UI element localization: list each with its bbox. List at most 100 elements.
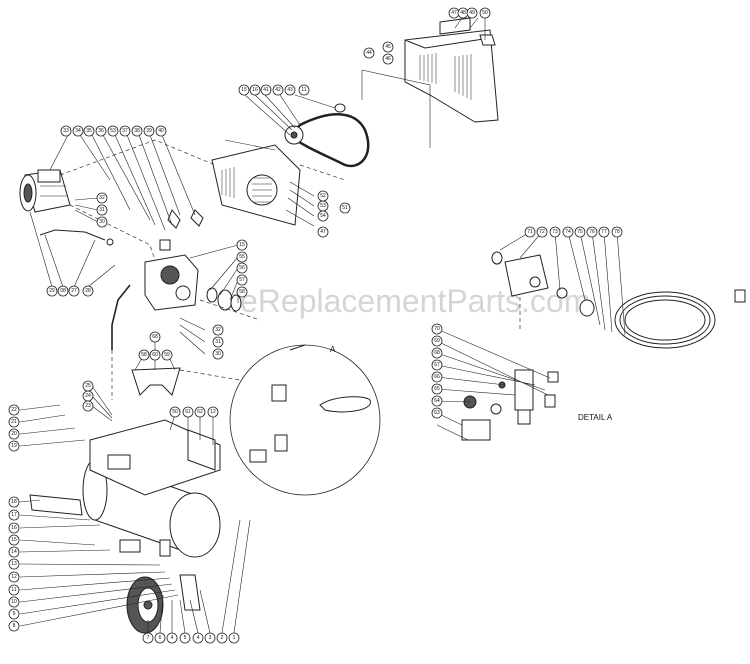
callout-11b: 11 [8, 584, 20, 596]
svg-text:22: 22 [11, 407, 17, 413]
svg-text:62: 62 [197, 409, 203, 415]
svg-text:57: 57 [239, 277, 245, 283]
svg-text:77: 77 [601, 229, 607, 235]
svg-text:53: 53 [320, 203, 326, 209]
callout-31b: 31 [212, 336, 224, 348]
svg-text:28: 28 [85, 288, 91, 294]
callout-50: 50 [479, 7, 491, 19]
svg-text:63: 63 [434, 410, 440, 416]
callout-23: 23 [82, 400, 94, 412]
svg-text:7: 7 [147, 635, 150, 641]
callout-63: 63 [431, 407, 443, 419]
svg-text:51: 51 [342, 205, 348, 211]
callout-74: 74 [562, 226, 574, 238]
svg-text:4: 4 [197, 635, 200, 641]
power-cord-coil [614, 289, 746, 349]
callout-5: 5 [179, 632, 191, 644]
callout-67: 67 [431, 359, 443, 371]
svg-text:3: 3 [209, 635, 212, 641]
callout-18: 18 [8, 496, 20, 508]
svg-text:55: 55 [239, 254, 245, 260]
svg-text:73: 73 [552, 229, 558, 235]
svg-text:11: 11 [301, 87, 306, 93]
pressure-switch [491, 251, 549, 297]
belt-guard-back-plate [211, 139, 301, 226]
callout-12b: 12 [8, 571, 20, 583]
svg-text:36: 36 [98, 128, 104, 134]
svg-text:58: 58 [141, 352, 147, 358]
callout-12: 12 [207, 406, 219, 418]
manifold-parts [461, 287, 595, 441]
electric-motor [19, 169, 71, 213]
svg-text:2: 2 [221, 635, 224, 641]
callout-30b: 30 [212, 348, 224, 360]
callout-62: 62 [194, 406, 206, 418]
svg-text:49: 49 [469, 10, 475, 16]
svg-text:9: 9 [13, 611, 16, 617]
callout-13: 13 [8, 558, 20, 570]
svg-text:56: 56 [239, 265, 245, 271]
callout-24: 24 [82, 390, 94, 402]
svg-text:8: 8 [13, 623, 16, 629]
callout-33: 33 [60, 125, 72, 137]
svg-text:25: 25 [85, 383, 91, 389]
svg-text:11: 11 [11, 587, 16, 593]
callout-53a: 53 [317, 200, 329, 212]
svg-text:60: 60 [152, 352, 158, 358]
motor-cord [39, 229, 114, 246]
callout-15a: 15 [238, 84, 250, 96]
svg-text:52: 52 [320, 193, 326, 199]
svg-text:32: 32 [215, 327, 221, 333]
svg-text:40: 40 [158, 128, 164, 134]
svg-text:42: 42 [275, 87, 281, 93]
callout-25: 25 [82, 380, 94, 392]
callout-15b: 15 [236, 239, 248, 251]
svg-text:14: 14 [11, 549, 17, 555]
callout-21: 21 [8, 416, 20, 428]
svg-text:16: 16 [11, 525, 17, 531]
callout-49: 49 [466, 7, 478, 19]
callout-08: 08 [57, 285, 69, 297]
callout-58: 58 [236, 286, 248, 298]
callout-77: 77 [598, 226, 610, 238]
leader-lines [19, 17, 626, 634]
callout-76: 76 [586, 226, 598, 238]
svg-text:39: 39 [146, 128, 152, 134]
svg-text:76: 76 [589, 229, 595, 235]
callout-44: 44 [363, 47, 375, 59]
svg-text:59: 59 [164, 352, 170, 358]
svg-text:4: 4 [171, 635, 174, 641]
svg-text:58: 58 [239, 289, 245, 295]
svg-text:32: 32 [99, 195, 105, 201]
svg-text:21: 21 [11, 419, 17, 425]
callout-9: 9 [8, 608, 20, 620]
svg-text:66: 66 [434, 374, 440, 380]
svg-text:08: 08 [60, 288, 66, 294]
callout-6: 6 [154, 632, 166, 644]
svg-text:12: 12 [11, 574, 17, 580]
discharge-tube [111, 284, 131, 350]
svg-text:30: 30 [99, 219, 105, 225]
callout-52a: 52 [317, 190, 329, 202]
kickstand-parts [29, 494, 201, 611]
compressor-pump [144, 209, 204, 311]
callout-17: 17 [8, 509, 20, 521]
callout-68b: 68 [431, 347, 443, 359]
callout-15c: 15 [8, 534, 20, 546]
callout-69: 69 [431, 335, 443, 347]
svg-text:18: 18 [11, 499, 17, 505]
callout-37: 37 [119, 125, 131, 137]
svg-text:75: 75 [577, 229, 583, 235]
callout-4b: 4 [192, 632, 204, 644]
detail-a-circle: A [229, 344, 381, 496]
svg-text:54: 54 [320, 213, 326, 219]
svg-text:19: 19 [11, 443, 17, 449]
callout-31a: 31 [96, 204, 108, 216]
callout-61: 61 [182, 406, 194, 418]
svg-text:38: 38 [134, 128, 140, 134]
svg-text:31: 31 [99, 207, 105, 213]
belt-guard-cover [361, 17, 499, 148]
callout-72: 72 [536, 226, 548, 238]
callout-47: 47 [448, 7, 460, 19]
svg-text:24: 24 [85, 393, 91, 399]
